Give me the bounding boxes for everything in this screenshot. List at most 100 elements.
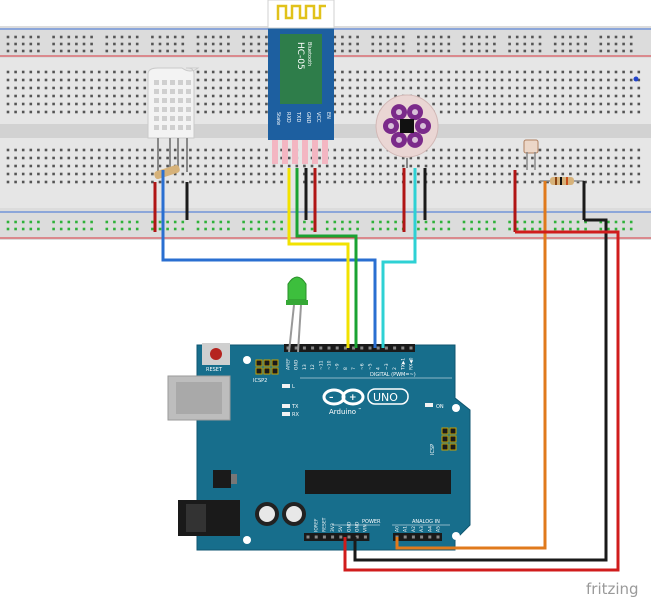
breadboard-hole [477,86,481,90]
pin-label: ~5 [368,363,374,370]
breadboard-hole [90,110,93,114]
breadboard-hole [135,42,139,46]
breadboard-hole [97,180,101,184]
breadboard-hole [477,49,481,53]
breadboard-hole [249,220,253,224]
breadboard-hole [439,86,443,90]
breadboard-hole [417,172,420,176]
breadboard-hole [204,164,207,168]
breadboard-hole [477,148,481,152]
breadboard-hole [280,227,283,231]
icsp2-pin [271,367,279,375]
breadboard-hole [637,102,641,106]
header-pin [363,535,367,539]
breadboard-hole [265,78,268,82]
breadboard-hole [432,164,435,168]
breadboard-hole [614,164,618,168]
breadboard-hole [29,78,33,82]
breadboard-hole [584,49,587,53]
lilypad-pad [412,109,418,116]
breadboard-hole [614,220,618,224]
breadboard-hole [14,102,17,106]
breadboard-hole [135,148,139,152]
breadboard-hole [538,94,542,98]
breadboard-hole [599,86,603,90]
breadboard-hole [211,156,215,160]
breadboard-hole [333,156,337,160]
breadboard-hole [204,172,207,176]
breadboard-hole [227,42,230,46]
breadboard-hole [75,164,78,168]
breadboard-hole [485,227,489,231]
breadboard-hole [439,180,443,184]
breadboard-hole [447,86,451,90]
breadboard-hole [44,110,48,114]
breadboard-hole [21,220,25,224]
breadboard-hole [173,35,177,39]
breadboard-hole [386,42,390,46]
breadboard-hole [272,220,276,224]
breadboard-hole [462,227,466,231]
header-pin [322,535,326,539]
breadboard-hole [629,148,633,152]
breadboard-hole [219,180,223,184]
breadboard-hole [310,180,314,184]
breadboard-hole [303,220,306,224]
breadboard-hole [394,164,397,168]
breadboard-hole [455,70,458,74]
breadboard-hole [462,164,466,168]
breadboard-hole [424,156,428,160]
breadboard-hole [204,227,207,231]
breadboard-hole [265,42,268,46]
breadboard-hole [538,164,542,168]
breadboard-hole [75,94,78,98]
breadboard-hole [477,180,481,184]
breadboard-hole [553,94,557,98]
breadboard-hole [401,42,405,46]
breadboard-hole [90,156,93,160]
wire-cyan-lilypad [381,168,417,348]
breadboard-hole [546,180,549,184]
breadboard-hole [59,172,63,176]
breadboard-hole [204,180,207,184]
breadboard-hole [379,70,382,74]
breadboard-hole [265,164,268,168]
breadboard-hole [341,172,344,176]
breadboard-hole [363,148,367,152]
breadboard-hole [189,156,192,160]
breadboard-hole [591,164,595,168]
breadboard-hole [97,164,101,168]
breadboard-hole [21,94,25,98]
breadboard-hole [303,180,306,184]
breadboard-hole [477,220,481,224]
breadboard-hole [120,35,124,39]
breadboard-hole [439,164,443,168]
power-label: POWER [362,519,381,525]
digital-label: DIGITAL (PWM=~) [370,372,416,378]
breadboard-hole [265,172,268,176]
breadboard-hole [363,164,367,168]
resistor-band [566,177,568,185]
breadboard-hole [257,94,261,98]
breadboard-hole [204,102,207,106]
breadboard-hole [287,164,291,168]
breadboard-hole [14,180,17,184]
breadboard-hole [128,42,131,46]
breadboard-hole [439,49,443,53]
breadboard-hole [424,42,428,46]
breadboard-hole [470,110,473,114]
breadboard-hole [531,78,534,82]
dht-vent [186,98,191,103]
reset-button[interactable] [210,348,222,360]
breadboard-hole [508,102,511,106]
breadboard-hole [447,172,451,176]
breadboard-hole [29,49,33,53]
breadboard-hole [637,164,641,168]
breadboard-hole [333,94,337,98]
header-pin [294,346,298,350]
breadboard-hole [135,227,139,231]
breadboard-hole [394,42,397,46]
breadboard-hole [379,172,382,176]
pin-label: GND [294,359,300,370]
breadboard-hole [515,220,519,224]
